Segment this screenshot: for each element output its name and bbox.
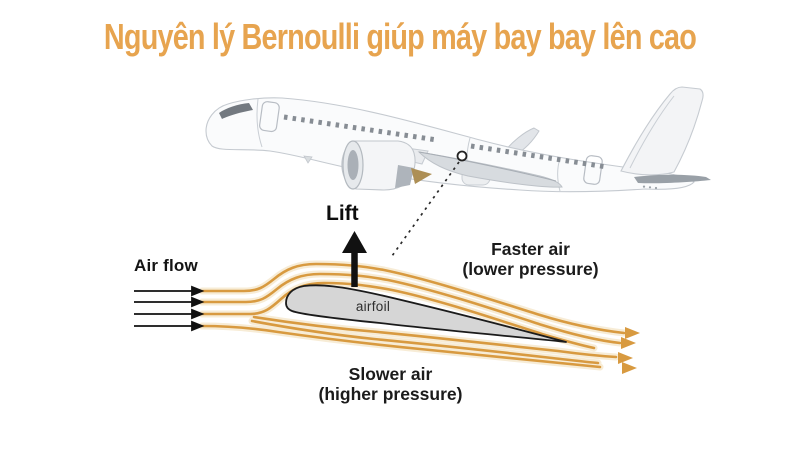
tail-detail-dot — [654, 186, 658, 190]
tail-detail-dot — [648, 186, 652, 189]
engine-inlet-core — [347, 150, 359, 180]
fuselage-panel-line — [256, 98, 263, 148]
airfoil-label: airfoil — [355, 299, 391, 314]
lift-label: Lift — [326, 202, 359, 225]
streamline-arrowhead — [618, 352, 633, 364]
horizontal-stabilizer — [634, 174, 711, 184]
window-row — [470, 143, 608, 170]
airfoil-shape — [285, 284, 567, 343]
wing-leading-edge — [418, 151, 557, 182]
faster-air-label: Faster air (lower pressure) — [428, 239, 633, 279]
tail-detail-dot — [642, 185, 646, 188]
airplane-illustration — [205, 86, 711, 193]
cockpit-windows — [219, 103, 253, 119]
faster-air-line1: Faster air — [491, 239, 570, 259]
streamline-arrowhead — [622, 362, 637, 374]
faster-air-line2: (lower pressure) — [462, 258, 599, 279]
tail-fin — [620, 86, 704, 176]
front-door — [259, 101, 280, 133]
streamlines — [200, 262, 640, 374]
streamline-arrowhead — [621, 337, 636, 349]
slower-air-label: Slower air (higher pressure) — [288, 364, 493, 404]
dashed-pointer-line — [391, 161, 460, 257]
wing-section-marker — [456, 150, 468, 162]
lift-arrow — [342, 231, 367, 287]
slower-air-line2: (higher pressure) — [318, 383, 463, 404]
rear-door — [583, 155, 603, 185]
engine-exhaust-cone — [411, 168, 432, 184]
streamline-arrowhead — [625, 327, 640, 339]
wing-section-pointer — [391, 150, 468, 257]
airflow-arrows — [134, 285, 205, 332]
fin-detail-line — [629, 95, 675, 169]
airflow-label: Air flow — [134, 256, 198, 275]
page-title: Nguyên lý Bernoulli giúp máy bay bay lên… — [103, 16, 697, 57]
antenna-nub — [303, 155, 313, 164]
thrust-reverser — [395, 165, 414, 188]
slower-air-line1: Slower air — [348, 364, 433, 384]
